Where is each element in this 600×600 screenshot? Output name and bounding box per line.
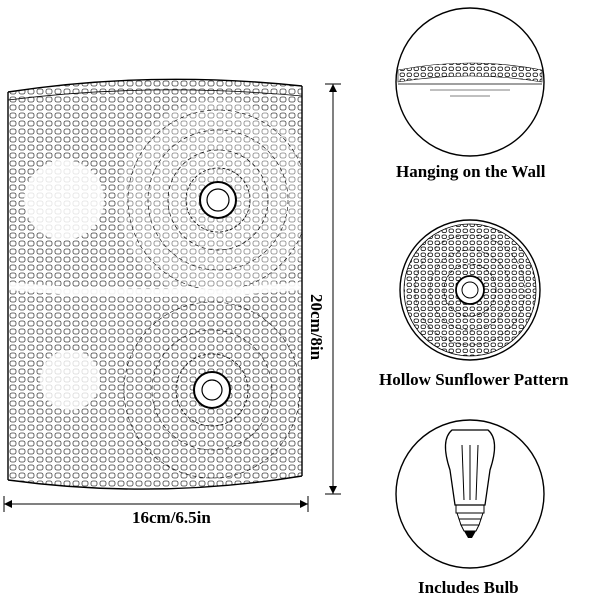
height-label: 20cm/8in [307,294,326,361]
height-dimension-arrow [325,83,341,495]
lamp-shade [7,78,303,490]
bulb-feature-label: Includes Bulb [418,578,519,597]
wall-feature-label: Hanging on the Wall [396,162,546,181]
sunflower-motif [118,100,302,300]
sunflower-pattern-detail [399,219,541,361]
sunflower-motif [123,301,301,479]
pattern-feature-label: Hollow Sunflower Pattern [379,370,569,389]
bulb-detail [395,419,545,569]
wall-mount-detail [395,7,545,157]
light-bulb-icon [444,429,496,538]
width-dimension-arrow [3,496,309,512]
width-label: 16cm/6.5in [132,508,211,527]
